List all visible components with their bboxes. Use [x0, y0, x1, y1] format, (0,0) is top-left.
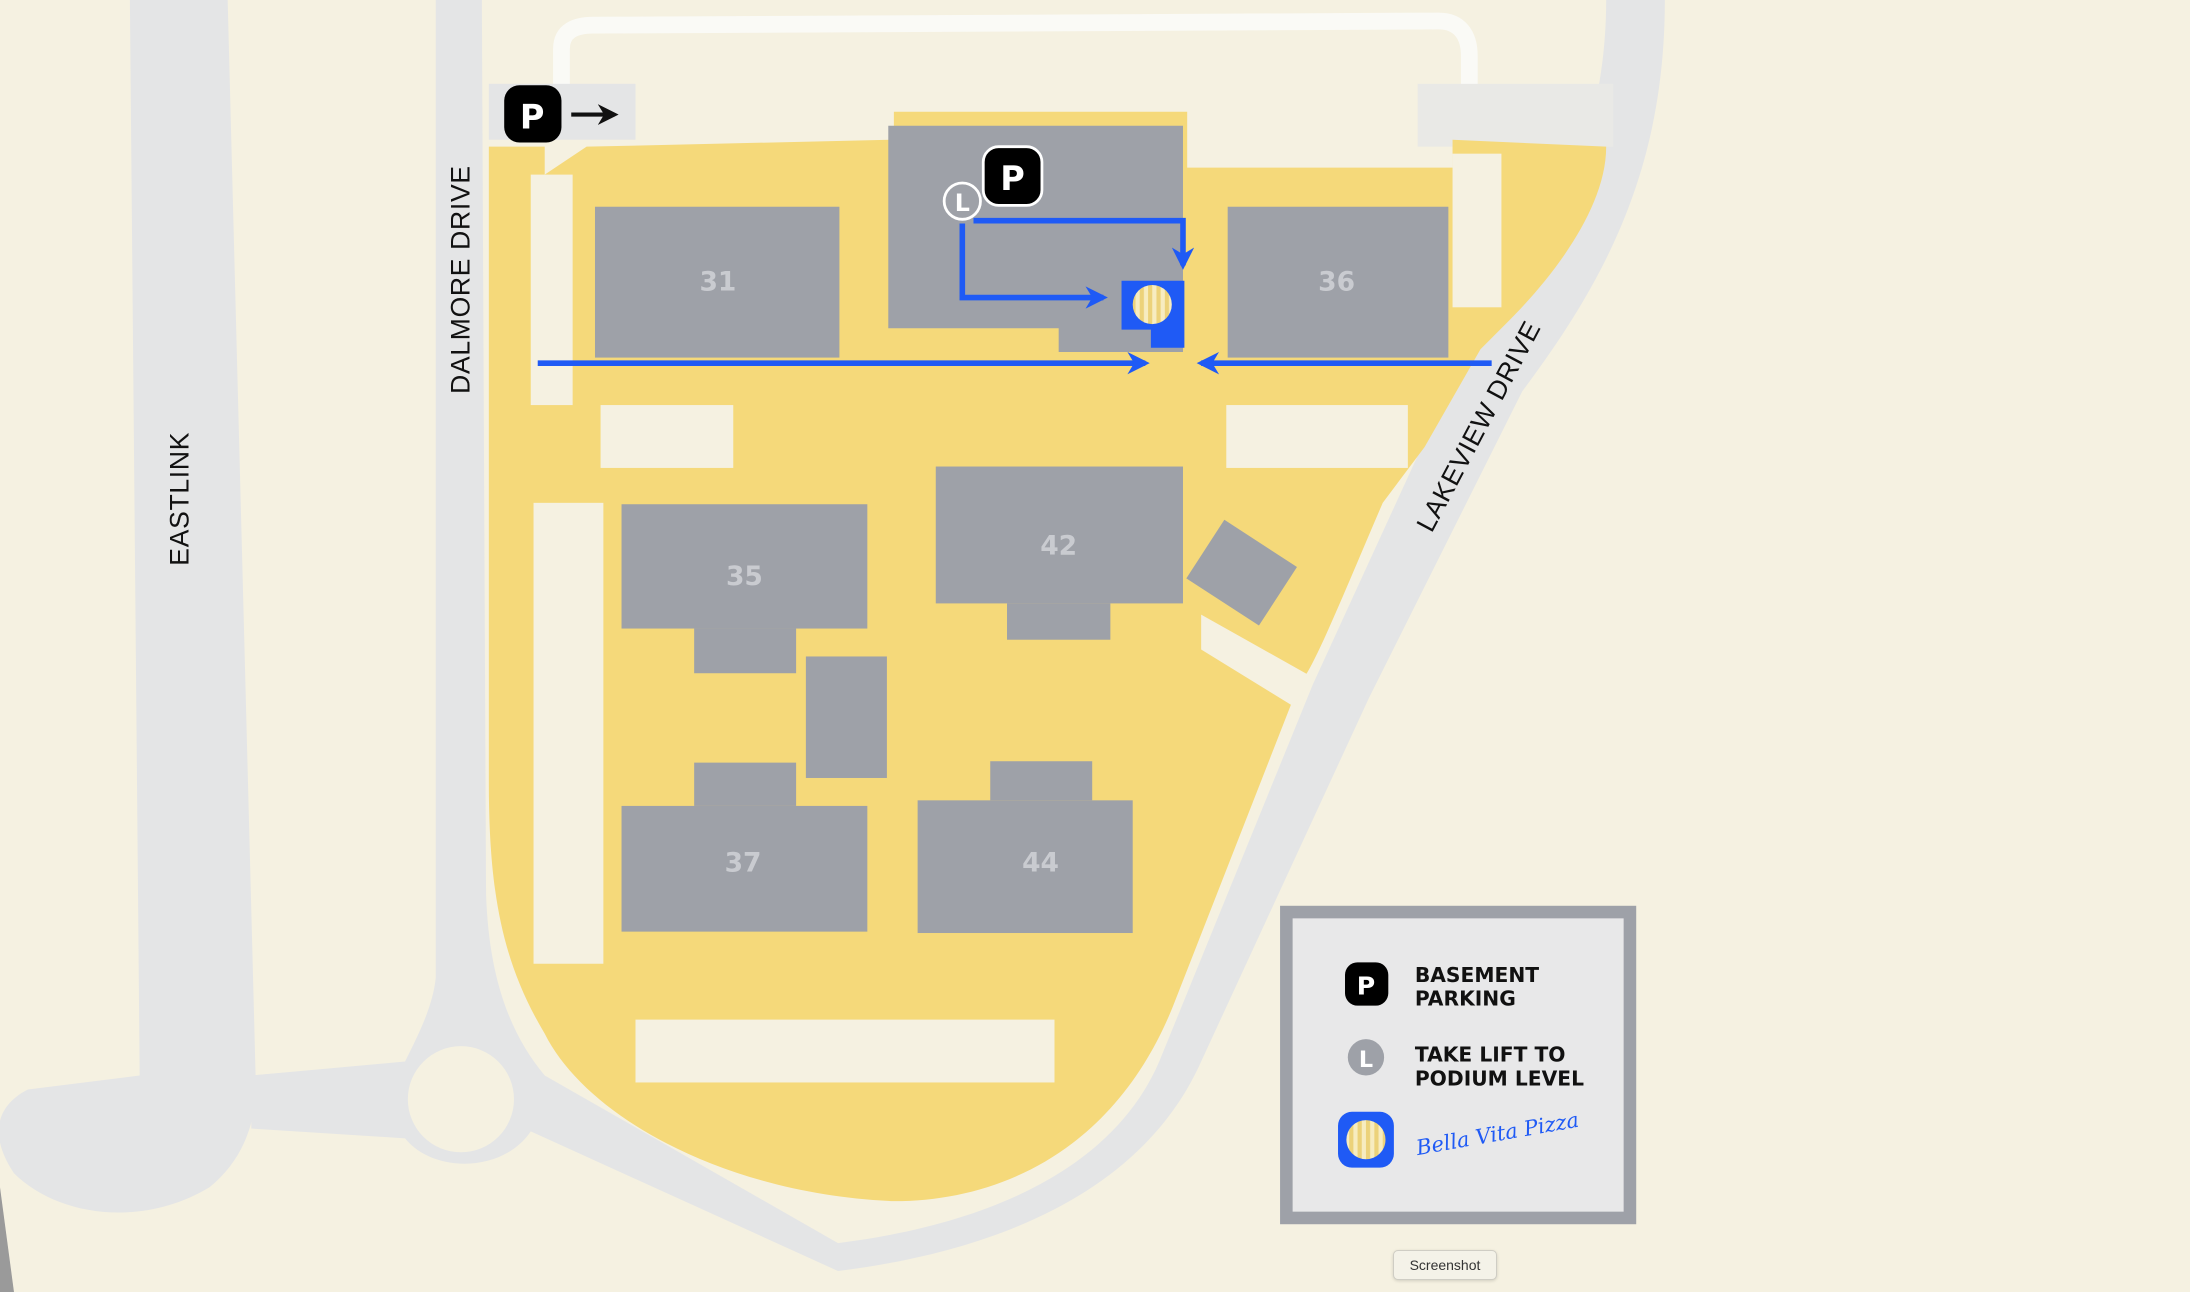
legend-lift: L TAKE LIFT TO PODIUM LEVEL [1347, 1039, 1584, 1090]
parking-entrance-marker[interactable]: P [504, 85, 619, 143]
svg-text:TAKE LIFT TO: TAKE LIFT TO [1415, 1043, 1566, 1067]
route-arrows [537, 217, 1492, 375]
svg-text:PODIUM LEVEL: PODIUM LEVEL [1415, 1066, 1584, 1090]
building-number: 44 [1022, 848, 1059, 879]
building-middle[interactable] [805, 656, 887, 778]
building-31[interactable]: 31 [594, 206, 840, 358]
lift-marker[interactable]: L [942, 181, 982, 221]
svg-text:P: P [1357, 971, 1375, 1000]
access-loop-road [553, 12, 1478, 105]
svg-text:BASEMENT: BASEMENT [1415, 963, 1539, 987]
svg-text:P: P [520, 98, 545, 137]
building-35[interactable]: 35 [621, 504, 868, 674]
building-44[interactable]: 44 [917, 761, 1133, 934]
svg-text:L: L [1359, 1047, 1373, 1073]
svg-text:P: P [1000, 159, 1025, 198]
svg-text:PARKING: PARKING [1415, 987, 1516, 1011]
building-37[interactable]: 37 [621, 762, 868, 932]
road-label-dalmore-drive: DALMORE DRIVE [445, 165, 475, 394]
building-number: 37 [725, 848, 762, 879]
upper-lot [1417, 83, 1614, 147]
building-36[interactable]: 36 [1227, 206, 1449, 358]
screenshot-tooltip: Screenshot [1393, 1250, 1497, 1280]
building-42[interactable]: 42 [935, 466, 1183, 640]
map-legend: P BASEMENT PARKING L TAKE LIFT TO PODIUM… [1280, 905, 1637, 1225]
parking-marker[interactable]: P [981, 145, 1044, 207]
building-number: 36 [1318, 267, 1355, 298]
building-annex[interactable] [1186, 519, 1297, 626]
bella-vita-pizza-marker[interactable] [1121, 280, 1185, 348]
parking-icon [1345, 962, 1389, 1006]
building-number: 35 [726, 561, 763, 592]
building-number: 31 [699, 267, 736, 298]
road-dalmore-drive [251, 0, 839, 1272]
lift-icon [1347, 1039, 1385, 1076]
legend-parking: P BASEMENT PARKING [1345, 962, 1539, 1011]
road-label-eastlink: EASTLINK [165, 432, 195, 566]
svg-text:L: L [955, 189, 970, 217]
building-number: 42 [1040, 531, 1077, 562]
